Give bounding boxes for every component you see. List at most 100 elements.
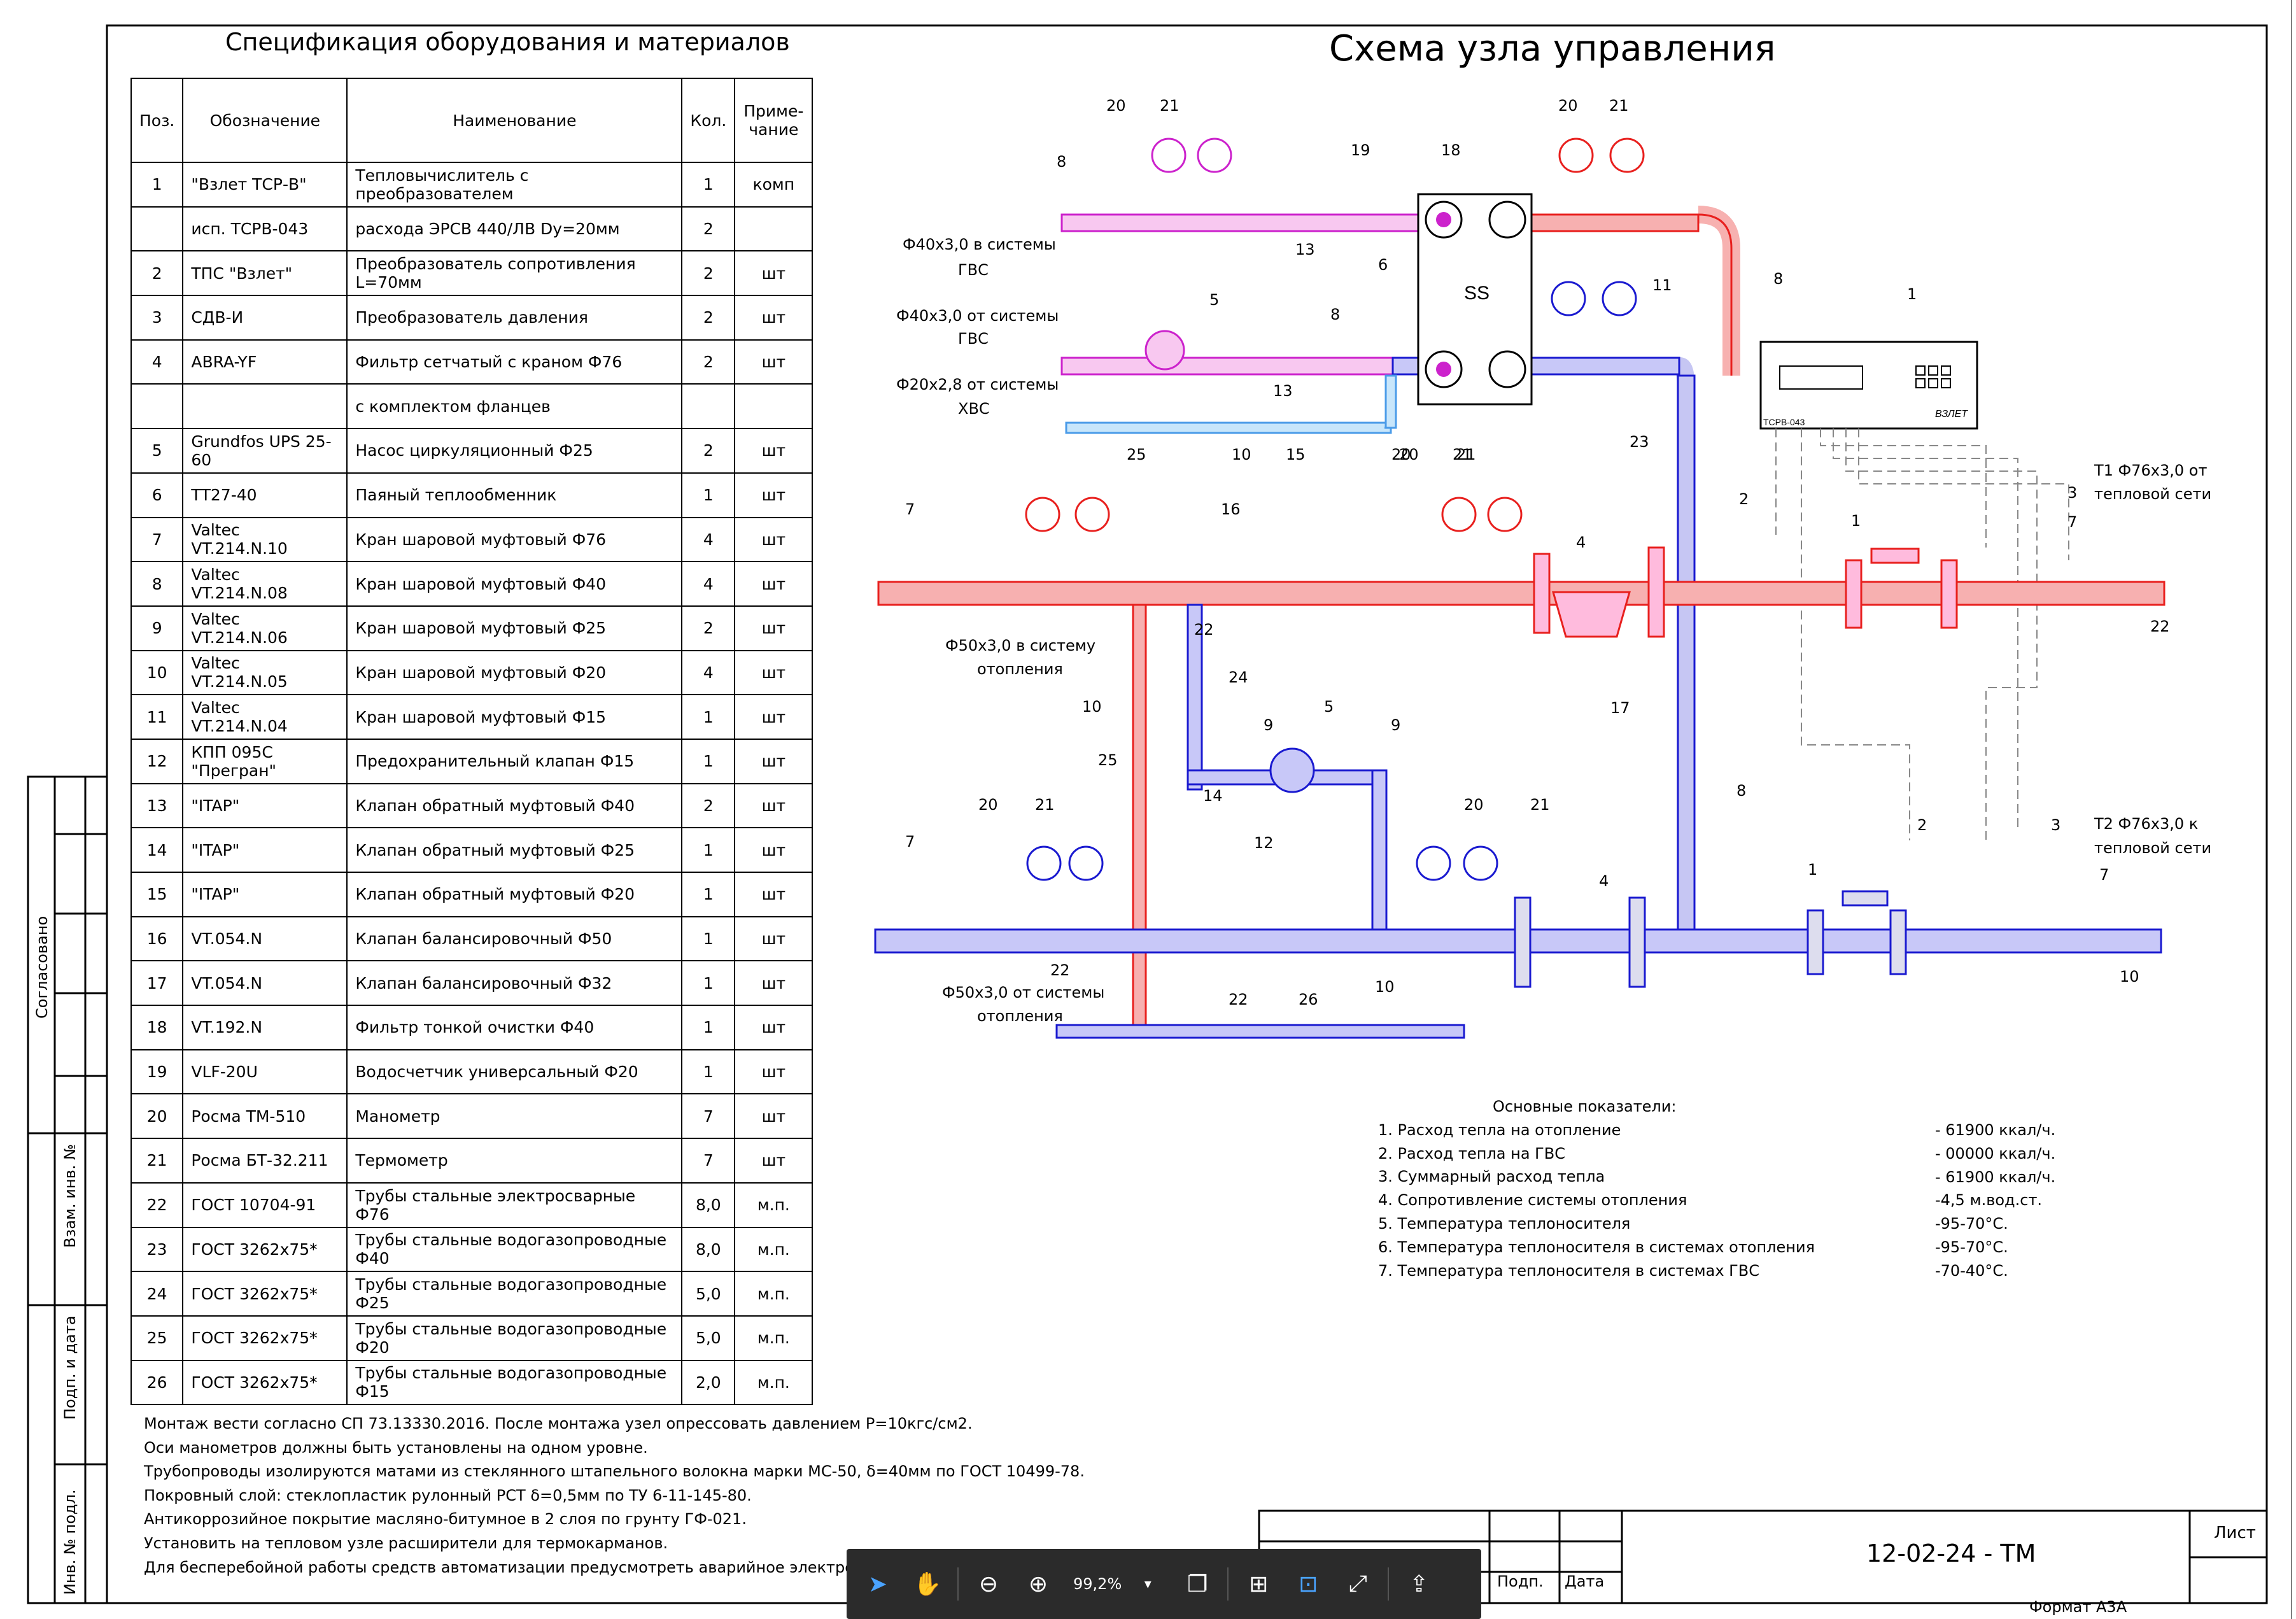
callout-number: 25 bbox=[1127, 446, 1146, 463]
cell-qty bbox=[681, 383, 736, 430]
cell-note: шт bbox=[734, 960, 813, 1007]
cell-pos: 15 bbox=[130, 872, 184, 917]
note-line: Оси манометров должны быть установлены н… bbox=[144, 1438, 648, 1457]
zoom-in-icon[interactable]: ⊕ bbox=[1028, 1571, 1048, 1597]
cell-qty: 2,0 bbox=[681, 1359, 736, 1406]
label-hvs-2: ХВС bbox=[958, 400, 990, 418]
label-t2-2: тепловой сети bbox=[2094, 839, 2212, 857]
cell-note: шт bbox=[734, 472, 813, 518]
cell-designation: ТПС "Взлет" bbox=[182, 250, 348, 297]
cell-name: Кран шаровой муфтовый Ф15 bbox=[346, 694, 683, 740]
cell-note: шт bbox=[734, 827, 813, 873]
chevron-down-icon[interactable]: ▾ bbox=[1144, 1576, 1152, 1592]
callout-number: 21 bbox=[1530, 796, 1550, 814]
cell-pos: 22 bbox=[130, 1182, 184, 1228]
zoom-level[interactable]: 99,2% bbox=[1073, 1575, 1122, 1593]
heating-return-pipe bbox=[874, 330, 2162, 1039]
cell-qty: 4 bbox=[681, 516, 736, 563]
cell-designation: ТТ27-40 bbox=[182, 472, 348, 518]
scheme-title: Схема узла управления bbox=[1329, 28, 1776, 69]
cursor-icon[interactable]: ➤ bbox=[868, 1571, 888, 1597]
cold-water-pipe bbox=[1065, 374, 1397, 434]
cell-name: Клапан балансировочный Ф50 bbox=[346, 916, 683, 962]
spec-table: Поз. Обозначение Наименование Кол. Приме… bbox=[130, 78, 813, 1406]
fit-width-icon[interactable]: ⊡ bbox=[1299, 1571, 1318, 1597]
hand-icon[interactable]: ✋ bbox=[913, 1571, 942, 1597]
cell-note: шт bbox=[734, 694, 813, 740]
cell-designation: ГОСТ 3262х75* bbox=[182, 1226, 348, 1273]
cell-pos: 25 bbox=[130, 1315, 184, 1361]
stamp-inv: Инв. № подл. bbox=[61, 1489, 79, 1595]
callout-number: 20 bbox=[1558, 97, 1578, 115]
cell-name: Трубы стальные водогазопроводные Ф25 bbox=[346, 1271, 683, 1317]
cell-qty: 1 bbox=[681, 694, 736, 740]
callout-number: 20 bbox=[1399, 446, 1419, 463]
stamp-soglasovano: Согласовано bbox=[33, 916, 51, 1019]
cell-pos bbox=[130, 206, 184, 252]
cell-name: Клапан балансировочный Ф32 bbox=[346, 960, 683, 1007]
cell-name: Клапан обратный муфтовый Ф20 bbox=[346, 872, 683, 917]
fit-page-icon[interactable]: ⊞ bbox=[1249, 1571, 1269, 1597]
cell-note: шт bbox=[734, 339, 813, 385]
podp-label: Подп. bbox=[1497, 1573, 1544, 1590]
cell-qty: 1 bbox=[681, 1049, 736, 1095]
cell-note: шт bbox=[734, 1093, 813, 1140]
callout-number: 7 bbox=[905, 833, 915, 851]
callout-number: 21 bbox=[1035, 796, 1055, 814]
cell-name: Трубы стальные водогазопроводные Ф20 bbox=[346, 1315, 683, 1361]
cell-designation: "ITAP" bbox=[182, 872, 348, 917]
fullscreen-icon[interactable]: ⤢ bbox=[1348, 1571, 1367, 1597]
indicator-value: - 61900 ккал/ч. bbox=[1935, 1168, 2056, 1186]
label-t1-2: тепловой сети bbox=[2094, 485, 2212, 503]
cell-note: шт bbox=[734, 428, 813, 474]
cell-note: м.п. bbox=[734, 1315, 813, 1361]
label-gvs-in-2: ГВС bbox=[958, 330, 989, 348]
cell-pos: 11 bbox=[130, 694, 184, 740]
indicator-value: -95-70°С. bbox=[1935, 1238, 2008, 1256]
label-t1: Т1 Ф76х3,0 от bbox=[2094, 462, 2208, 479]
callout-number: 8 bbox=[1057, 153, 1067, 171]
device-brand: ВЗЛЕТ bbox=[1935, 409, 1968, 420]
cell-name: Тепловычислитель с преобразователем bbox=[346, 162, 683, 208]
note-line: Монтаж вести согласно СП 73.13330.2016. … bbox=[144, 1415, 973, 1432]
doc-number: 12-02-24 - ТМ bbox=[1866, 1539, 2036, 1567]
callout-number: 22 bbox=[1194, 621, 1214, 639]
note-line: Трубопроводы изолируются матами из стекл… bbox=[144, 1462, 1085, 1481]
export-icon[interactable]: ⇪ bbox=[1409, 1571, 1429, 1597]
signal-lines bbox=[1775, 428, 2069, 840]
callout-number: 21 bbox=[1453, 446, 1472, 463]
cell-note: шт bbox=[734, 1138, 813, 1184]
cell-designation: исп. ТСРВ-043 bbox=[182, 206, 348, 252]
cell-name: Трубы стальные электросварные Ф76 bbox=[346, 1182, 683, 1228]
cell-name: Фильтр сетчатый с краном Ф76 bbox=[346, 339, 683, 385]
callout-number: 7 bbox=[2067, 513, 2078, 531]
cell-note: шт bbox=[734, 516, 813, 563]
cell-qty: 2 bbox=[681, 339, 736, 385]
callout-number: 8 bbox=[1773, 270, 1784, 288]
toolbar-divider bbox=[1388, 1567, 1390, 1601]
callout-number: 7 bbox=[2099, 866, 2109, 884]
cell-name: Клапан обратный муфтовый Ф40 bbox=[346, 782, 683, 829]
zoom-out-icon[interactable]: ⊖ bbox=[978, 1571, 999, 1597]
label-gvs-out: Ф40х3,0 в системы bbox=[903, 236, 1056, 253]
device-model: ТСРВ-043 bbox=[1763, 417, 1805, 427]
label-gvs-in: Ф40х3,0 от системы bbox=[896, 307, 1059, 325]
pages-icon[interactable]: ❐ bbox=[1187, 1571, 1208, 1597]
callout-number: 20 bbox=[1106, 97, 1126, 115]
sheet-label: Лист bbox=[2214, 1524, 2256, 1543]
side-stamp bbox=[27, 775, 108, 1604]
cell-note: шт bbox=[734, 782, 813, 829]
cell-designation: ГОСТ 3262х75* bbox=[182, 1359, 348, 1406]
cell-qty: 2 bbox=[681, 295, 736, 341]
cell-designation: Valtec VT.214.N.10 bbox=[182, 516, 348, 563]
indicator-values: - 61900 ккал/ч. - 00000 ккал/ч. - 61900 … bbox=[1935, 1119, 2055, 1283]
